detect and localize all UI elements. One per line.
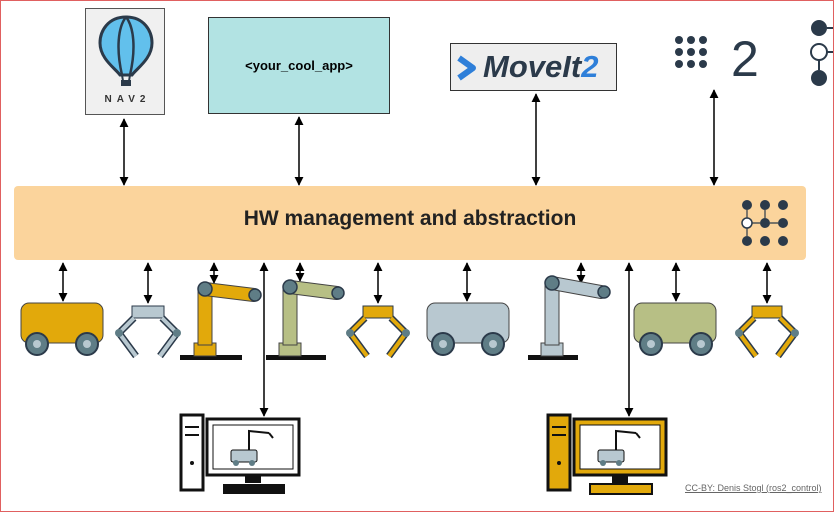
balloon-icon	[98, 15, 154, 86]
mobile-base-icon	[633, 302, 717, 356]
gripper-icon	[115, 305, 181, 359]
ros2-logo-text: 2	[731, 31, 759, 87]
robot-arm-icon	[266, 279, 345, 360]
mobile-base-icon	[20, 302, 104, 356]
moveit-chevron-icon	[457, 55, 476, 81]
mobile-base-icon	[426, 302, 510, 356]
custom-app-label: <your_cool_app>	[245, 58, 353, 73]
moveit-name: MoveIt	[483, 49, 582, 84]
hw-abstraction-layer	[14, 186, 806, 260]
moveit-box: MoveIt2	[450, 43, 617, 91]
gripper-icon	[346, 305, 410, 359]
credit-link[interactable]: CC-BY: Denis Stogl (ros2_control)	[685, 483, 822, 493]
gripper-icon	[735, 305, 799, 359]
hw-abstraction-title: HW management and abstraction	[243, 207, 577, 230]
robot-arm-icon	[180, 281, 262, 360]
control-graph-icon-partial	[810, 20, 833, 86]
nav2-box: NAV2	[85, 8, 165, 115]
moveit-version: 2	[581, 49, 599, 84]
nav2-label: NAV2	[104, 94, 151, 105]
moveit-logo-text: MoveIt2	[483, 50, 598, 84]
ros-dots-icon	[675, 36, 707, 68]
computer-icon	[179, 413, 301, 494]
custom-app-box: <your_cool_app>	[208, 17, 390, 114]
computer-icon	[546, 413, 668, 495]
robot-arm-icon	[528, 275, 611, 360]
controller-graph-icon	[741, 200, 788, 246]
